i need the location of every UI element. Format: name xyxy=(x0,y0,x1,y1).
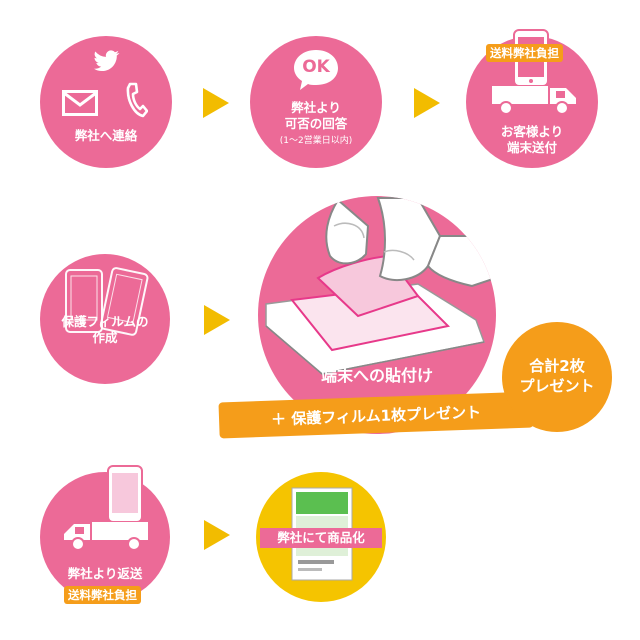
truck-with-phone-icon xyxy=(492,29,576,115)
phone-icon xyxy=(126,82,148,118)
step-contact-circle: 弊社へ連絡 xyxy=(40,36,172,168)
mail-icon xyxy=(62,90,98,116)
step-return-circle: 弊社より返送 xyxy=(40,465,170,602)
step-film-circle: 保護フィルムの 作成 xyxy=(40,254,170,384)
ok-badge-text: OK xyxy=(302,57,330,77)
flow-arrow xyxy=(204,520,230,550)
step-reply-line2: 可否の回答 xyxy=(284,116,348,131)
ok-badge-icon: OK xyxy=(292,48,340,90)
total-two-badge: 合計2枚 プレゼント xyxy=(502,322,612,432)
film-sheets-icon xyxy=(65,267,149,336)
step-contact-label: 弊社へ連絡 xyxy=(74,128,138,143)
total-two-line1: 合計2枚 xyxy=(529,357,585,375)
step-send-line1: お客様より xyxy=(500,124,564,139)
step-send-line2: 端末送付 xyxy=(506,140,557,155)
step-product-label-band: 弊社にて商品化 xyxy=(260,528,382,548)
flow-arrow xyxy=(414,88,440,118)
bonus-film-text: ＋ 保護フィルム1枚プレゼント xyxy=(270,403,482,429)
free-shipping-tag: 送料弊社負担 xyxy=(486,44,563,62)
step-apply-circle: 端末への貼付け xyxy=(258,196,496,434)
step-reply-circle: OK 弊社より 可否の回答 (1〜2営業日以内) xyxy=(250,36,382,168)
step-reply-note: (1〜2営業日以内) xyxy=(279,136,353,146)
flow-arrow xyxy=(204,305,230,335)
truck-with-phone-icon xyxy=(64,465,148,551)
step-apply-label: 端末への貼付け xyxy=(320,366,433,385)
flow-arrow xyxy=(203,88,229,118)
hand-applying-film-illustration xyxy=(265,197,496,375)
step-film-line1: 保護フィルムの xyxy=(61,314,149,329)
step-return-label: 弊社より返送 xyxy=(67,566,143,581)
step-film-line2: 作成 xyxy=(92,330,118,345)
step-product-label: 弊社にて商品化 xyxy=(277,530,365,545)
free-shipping-tag: 送料弊社負担 xyxy=(64,586,141,604)
step-reply-line1: 弊社より xyxy=(291,100,341,115)
twitter-icon xyxy=(94,50,120,72)
step-product-circle: 弊社にて商品化 xyxy=(256,472,386,602)
total-two-line2: プレゼント xyxy=(519,377,595,395)
